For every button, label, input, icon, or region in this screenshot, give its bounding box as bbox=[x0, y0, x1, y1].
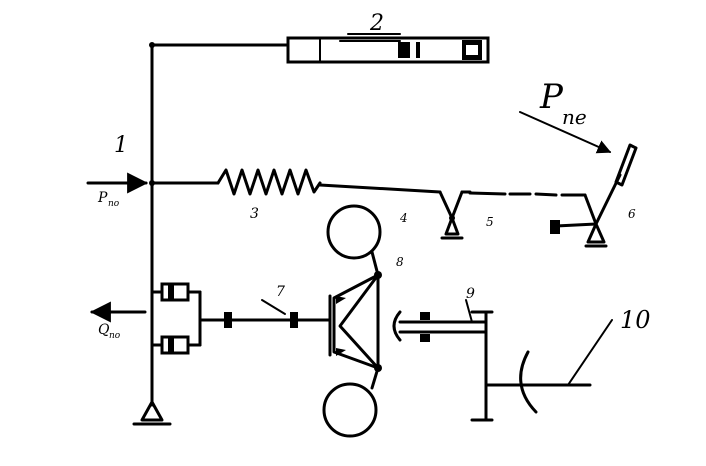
pedal-6 bbox=[550, 143, 638, 248]
damper-cylinders bbox=[150, 282, 202, 355]
shaft-9 bbox=[392, 299, 488, 342]
label-7: 7 bbox=[276, 284, 285, 300]
svg-text:no: no bbox=[109, 331, 121, 341]
label-p-ne: P ne bbox=[539, 77, 587, 129]
governor-8 bbox=[322, 204, 382, 438]
svg-text:P: P bbox=[97, 190, 108, 206]
actuator-10 bbox=[470, 310, 613, 422]
svg-text:ne: ne bbox=[562, 105, 587, 129]
label-3: 3 bbox=[250, 206, 259, 222]
svg-text:Q: Q bbox=[98, 322, 110, 338]
spring-3 bbox=[150, 168, 442, 196]
label-p-no: P no bbox=[97, 190, 120, 209]
dashed-link bbox=[468, 191, 587, 197]
bellcrank-5 bbox=[438, 190, 472, 240]
label-q-no: Q no bbox=[98, 322, 121, 341]
label-4: 4 bbox=[399, 211, 408, 225]
lever-1 bbox=[149, 42, 155, 407]
label-6: 6 bbox=[628, 207, 636, 221]
label-5: 5 bbox=[486, 215, 494, 229]
label-9: 9 bbox=[466, 286, 475, 302]
label-8: 8 bbox=[396, 255, 404, 269]
label-1: 1 bbox=[114, 133, 128, 158]
svg-text:no: no bbox=[108, 199, 120, 209]
servo-cylinder-2 bbox=[150, 33, 490, 64]
shaft-7 bbox=[198, 299, 332, 328]
force-arrow-p-ne bbox=[519, 111, 612, 154]
label-2: 2 bbox=[369, 11, 384, 36]
svg-text:P: P bbox=[539, 77, 564, 117]
ground-pivot-lever-1 bbox=[132, 400, 172, 426]
label-10: 10 bbox=[620, 306, 651, 334]
